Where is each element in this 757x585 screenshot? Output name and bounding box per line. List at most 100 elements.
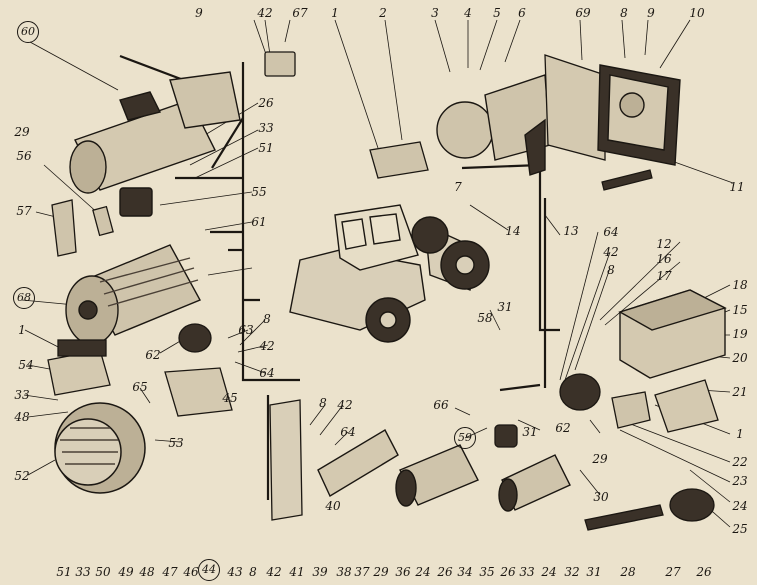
callout-25: 25 (732, 522, 748, 536)
callout-16: 16 (656, 252, 672, 266)
callout-33: 33 (75, 565, 91, 579)
callout-26: 26 (437, 565, 453, 579)
callout-7: 7 (454, 180, 462, 194)
callout-29: 29 (373, 565, 389, 579)
callout-8: 8 (607, 263, 615, 277)
callout-31: 31 (586, 565, 602, 579)
callout-61: 61 (251, 215, 267, 229)
lamp-62b (559, 373, 601, 411)
callout-27: 27 (665, 565, 681, 579)
lamp-45 (164, 367, 233, 417)
callout-17: 17 (656, 269, 672, 283)
callout-53: 53 (168, 436, 184, 450)
callout-24: 24 (415, 565, 431, 579)
sound-signal-32 (498, 454, 571, 512)
callout-67: 67 (292, 6, 308, 20)
callout-9: 9 (195, 6, 203, 20)
callout-33: 33 (14, 388, 30, 402)
callout-31: 31 (522, 425, 538, 439)
callout-8: 8 (319, 396, 327, 410)
callout-62: 62 (145, 348, 161, 362)
callout-66: 66 (433, 398, 449, 412)
callout-44: 44 (198, 559, 220, 581)
callout-43: 43 (227, 565, 243, 579)
callout-48: 48 (14, 410, 30, 424)
callout-35: 35 (479, 565, 495, 579)
callout-26: 26 (500, 565, 516, 579)
callout-24: 24 (541, 565, 557, 579)
relay-62 (178, 323, 212, 353)
instrument-panel-10 (597, 64, 681, 166)
callout-1: 1 (736, 427, 744, 441)
callout-2: 2 (379, 6, 387, 20)
fuse-block-2 (369, 141, 429, 179)
sound-signal-36 (395, 444, 479, 507)
callout-26: 26 (258, 96, 274, 110)
callout-30: 30 (593, 490, 609, 504)
callout-31: 31 (497, 300, 513, 314)
fuse-panel-44 (269, 399, 303, 521)
callout-68: 68 (13, 287, 35, 309)
callout-1: 1 (331, 6, 339, 20)
callout-58: 58 (477, 311, 493, 325)
lamp-54 (47, 339, 111, 396)
callout-5: 5 (493, 6, 501, 20)
callout-65: 65 (132, 380, 148, 394)
callout-42: 42 (257, 6, 273, 20)
callout-42: 42 (266, 565, 282, 579)
battery-18 (618, 289, 727, 379)
bracket-69 (544, 54, 606, 161)
callout-11: 11 (729, 180, 745, 194)
control-panel-39 (317, 429, 399, 498)
callout-1: 1 (18, 323, 26, 337)
bus-bar-28 (584, 504, 664, 531)
starter-relay (119, 187, 153, 217)
callout-59: 59 (454, 427, 476, 449)
callout-14: 14 (505, 224, 521, 238)
callout-46: 46 (183, 565, 199, 579)
callout-3: 3 (431, 6, 439, 20)
callout-42: 42 (603, 245, 619, 259)
callout-8: 8 (249, 565, 257, 579)
callout-41: 41 (289, 565, 305, 579)
callout-19: 19 (732, 327, 748, 341)
callout-62: 62 (555, 421, 571, 435)
callout-45: 45 (222, 391, 238, 405)
callout-36: 36 (395, 565, 411, 579)
headlamp-52 (54, 402, 146, 494)
callout-29: 29 (592, 452, 608, 466)
callout-12: 12 (656, 237, 672, 251)
generator (65, 244, 201, 345)
callout-52: 52 (14, 469, 30, 483)
tractor-drawing (289, 204, 490, 343)
callout-56: 56 (16, 149, 32, 163)
callout-33: 33 (258, 121, 274, 135)
callout-42: 42 (337, 398, 353, 412)
lamp-21 (654, 379, 719, 433)
callout-33: 33 (519, 565, 535, 579)
callout-22: 22 (732, 455, 748, 469)
callout-64: 64 (603, 225, 619, 239)
callout-39: 39 (312, 565, 328, 579)
bracket-56 (92, 205, 114, 237)
switch-box (611, 391, 651, 429)
wiring-harness (119, 54, 560, 500)
callout-10: 10 (689, 6, 705, 20)
callout-24: 24 (732, 499, 748, 513)
callout-29: 29 (14, 125, 30, 139)
starter-motor (69, 71, 241, 194)
callout-48: 48 (139, 565, 155, 579)
callout-69: 69 (575, 6, 591, 20)
callout-26: 26 (696, 565, 712, 579)
callout-64: 64 (340, 425, 356, 439)
callout-64: 64 (259, 366, 275, 380)
callout-4: 4 (464, 6, 472, 20)
callout-8: 8 (263, 312, 271, 326)
horn-25 (669, 488, 715, 522)
callout-18: 18 (732, 278, 748, 292)
switch-59 (494, 424, 518, 448)
callout-60: 60 (17, 21, 39, 43)
relay-67 (264, 51, 296, 77)
